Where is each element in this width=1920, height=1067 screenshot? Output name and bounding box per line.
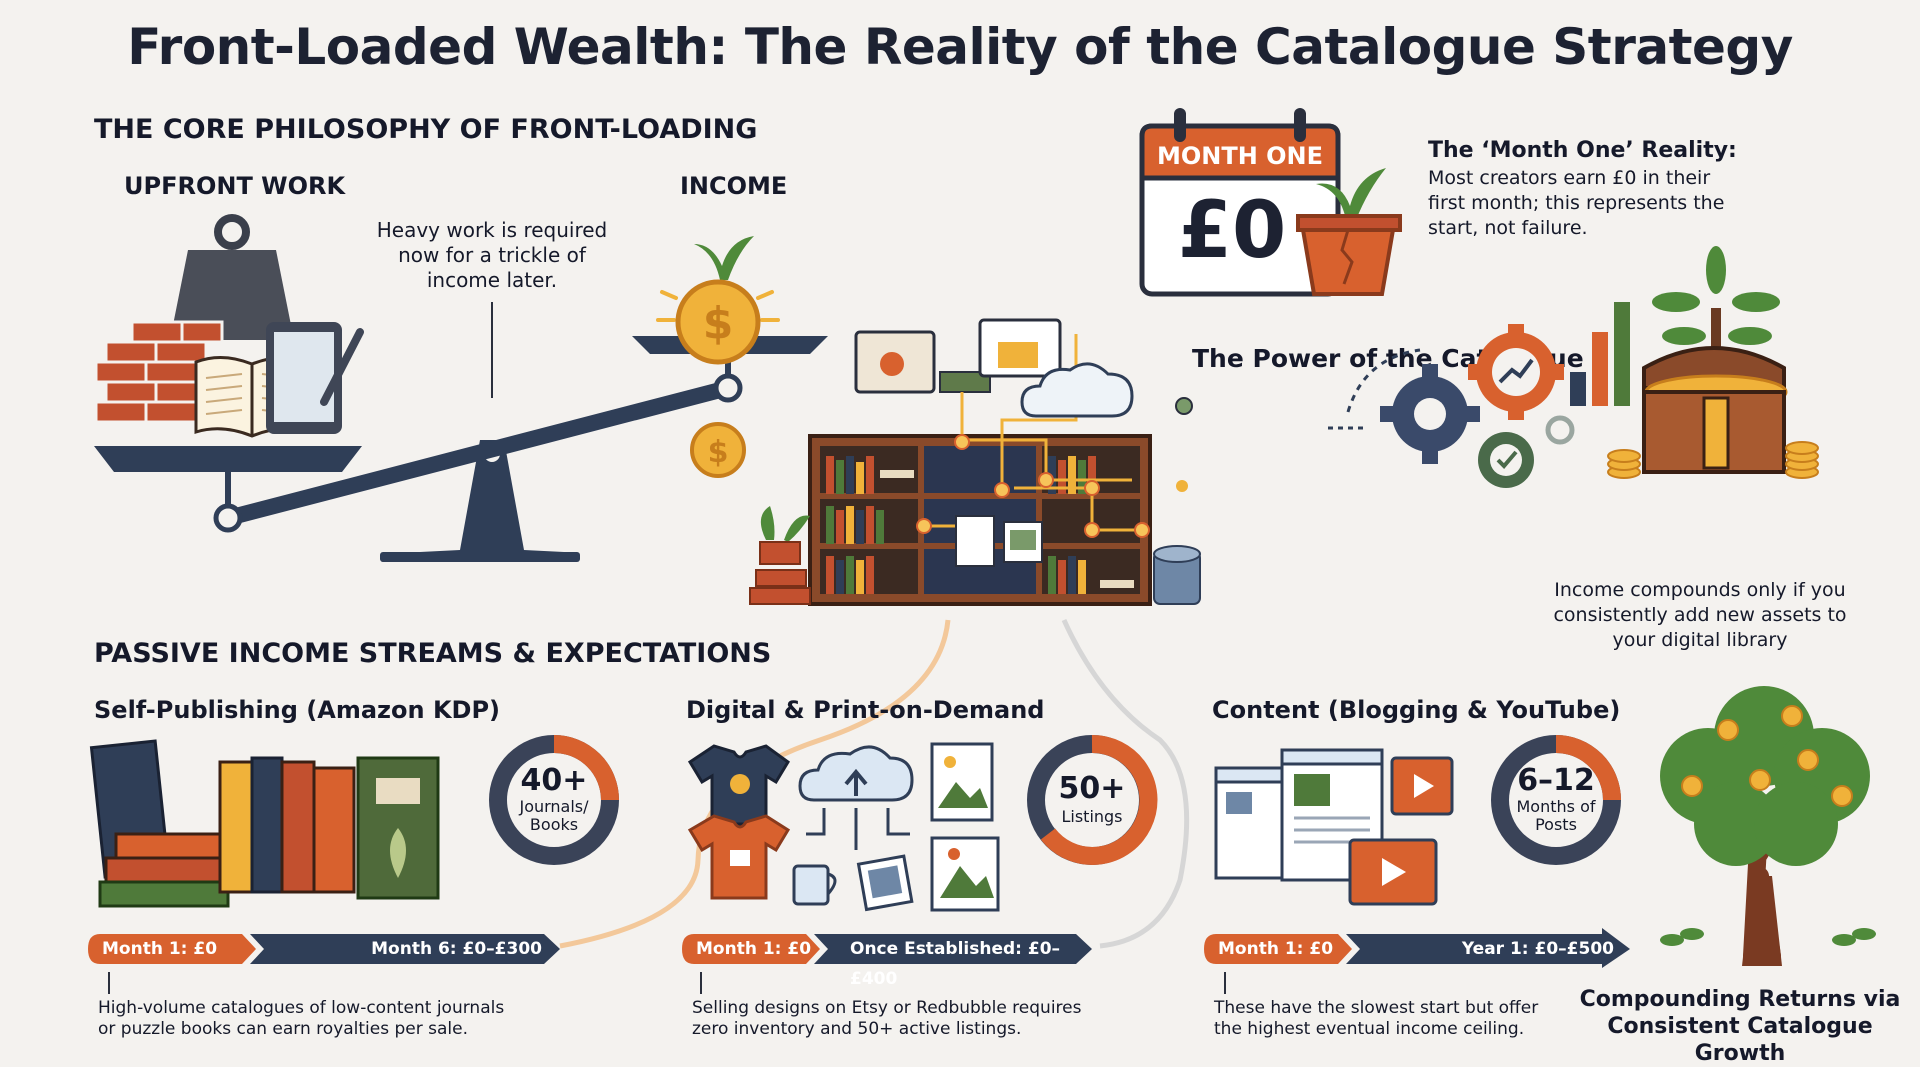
tshirt-icon [687,744,791,900]
catalogue-note: Income compounds only if you consistentl… [1553,579,1847,651]
stream-1-ring-value: 40+ [520,763,588,798]
stream-1-ring [489,735,619,865]
calendar-header: MONTH ONE [1156,142,1324,170]
stream-3-ring-unit: Months of Posts [1516,797,1596,834]
image-icon [856,742,1000,912]
catalogue-growth-illustration [1328,246,1819,488]
stream-1-pointer [108,972,110,994]
month-one-heading: The ‘Month One’ Reality: [1428,138,1737,163]
calendar-icon [1139,108,1341,297]
stream-2-desc: Selling designs on Etsy or Redbubble req… [692,998,1082,1039]
bookshelf-icon [749,318,1201,606]
philosophy-note: Heavy work is required now for a trickle… [376,218,608,292]
stream-2-timeline-end: Once Established: £0–£400 [850,939,1061,989]
page-title: Front-Loaded Wealth: The Reality of the … [127,18,1793,76]
svg-text:$: $ [708,435,729,470]
stream-3-pointer [1224,972,1226,994]
income-label: INCOME [680,172,788,200]
stream-1-timeline-end: Month 6: £0–£300 [371,939,542,959]
chart-icon [1570,302,1630,406]
svg-text:$: $ [703,298,734,349]
stream-2-timeline [682,934,1092,964]
stream-3-timeline [1204,928,1630,968]
coin-icon: $ $ [656,236,780,478]
stream-2-ring-unit: Listings [1061,807,1123,826]
streams-heading: PASSIVE INCOME STREAMS & EXPECTATIONS [94,638,772,669]
stream-3-ring [1491,735,1621,865]
stream-3-desc: These have the slowest start but offer t… [1214,998,1539,1039]
calendar-value: £0 [1177,186,1287,276]
tablet-icon [266,322,364,434]
stream-3-ring-value: 6–12 [1517,763,1595,798]
content-illustration [1214,748,1454,906]
tree-icon [1660,686,1876,966]
stream-2-title: Digital & Print-on-Demand [686,696,1045,724]
stream-1-title: Self-Publishing (Amazon KDP) [94,696,501,724]
upfront-label: UPFRONT WORK [124,172,346,200]
stream-3-timeline-end: Year 1: £0–£500 [1461,939,1614,959]
plant-pot-icon [1296,168,1402,296]
pod-illustration [687,742,1000,912]
stream-1-timeline-start: Month 1: £0 [102,939,218,959]
compounding-caption: Compounding Returns via Consistent Catal… [1579,987,1901,1066]
philosophy-heading: THE CORE PHILOSOPHY OF FRONT-LOADING [94,114,758,145]
book-stack-icon [89,739,440,908]
month-one-text: Most creators earn £0 in their first mon… [1428,167,1725,239]
stream-3-timeline-start: Month 1: £0 [1218,939,1334,959]
mug-icon [792,864,837,906]
stream-1-ring-unit: Journals/ Books [519,797,589,834]
stream-2-ring [1027,734,1158,865]
treasure-chest-icon [1607,346,1819,479]
gear-icon [1380,364,1480,464]
weight-icon [170,214,294,340]
stream-2-timeline-start: Month 1: £0 [696,939,812,959]
stream-2-pointer [700,972,702,994]
video-icon [1348,756,1454,906]
stream-1-timeline [88,934,560,964]
stream-2-ring-value: 50+ [1058,771,1126,806]
stream-3-title: Content (Blogging & YouTube) [1212,696,1621,724]
stream-1-desc: High-volume catalogues of low-content jo… [98,998,505,1039]
